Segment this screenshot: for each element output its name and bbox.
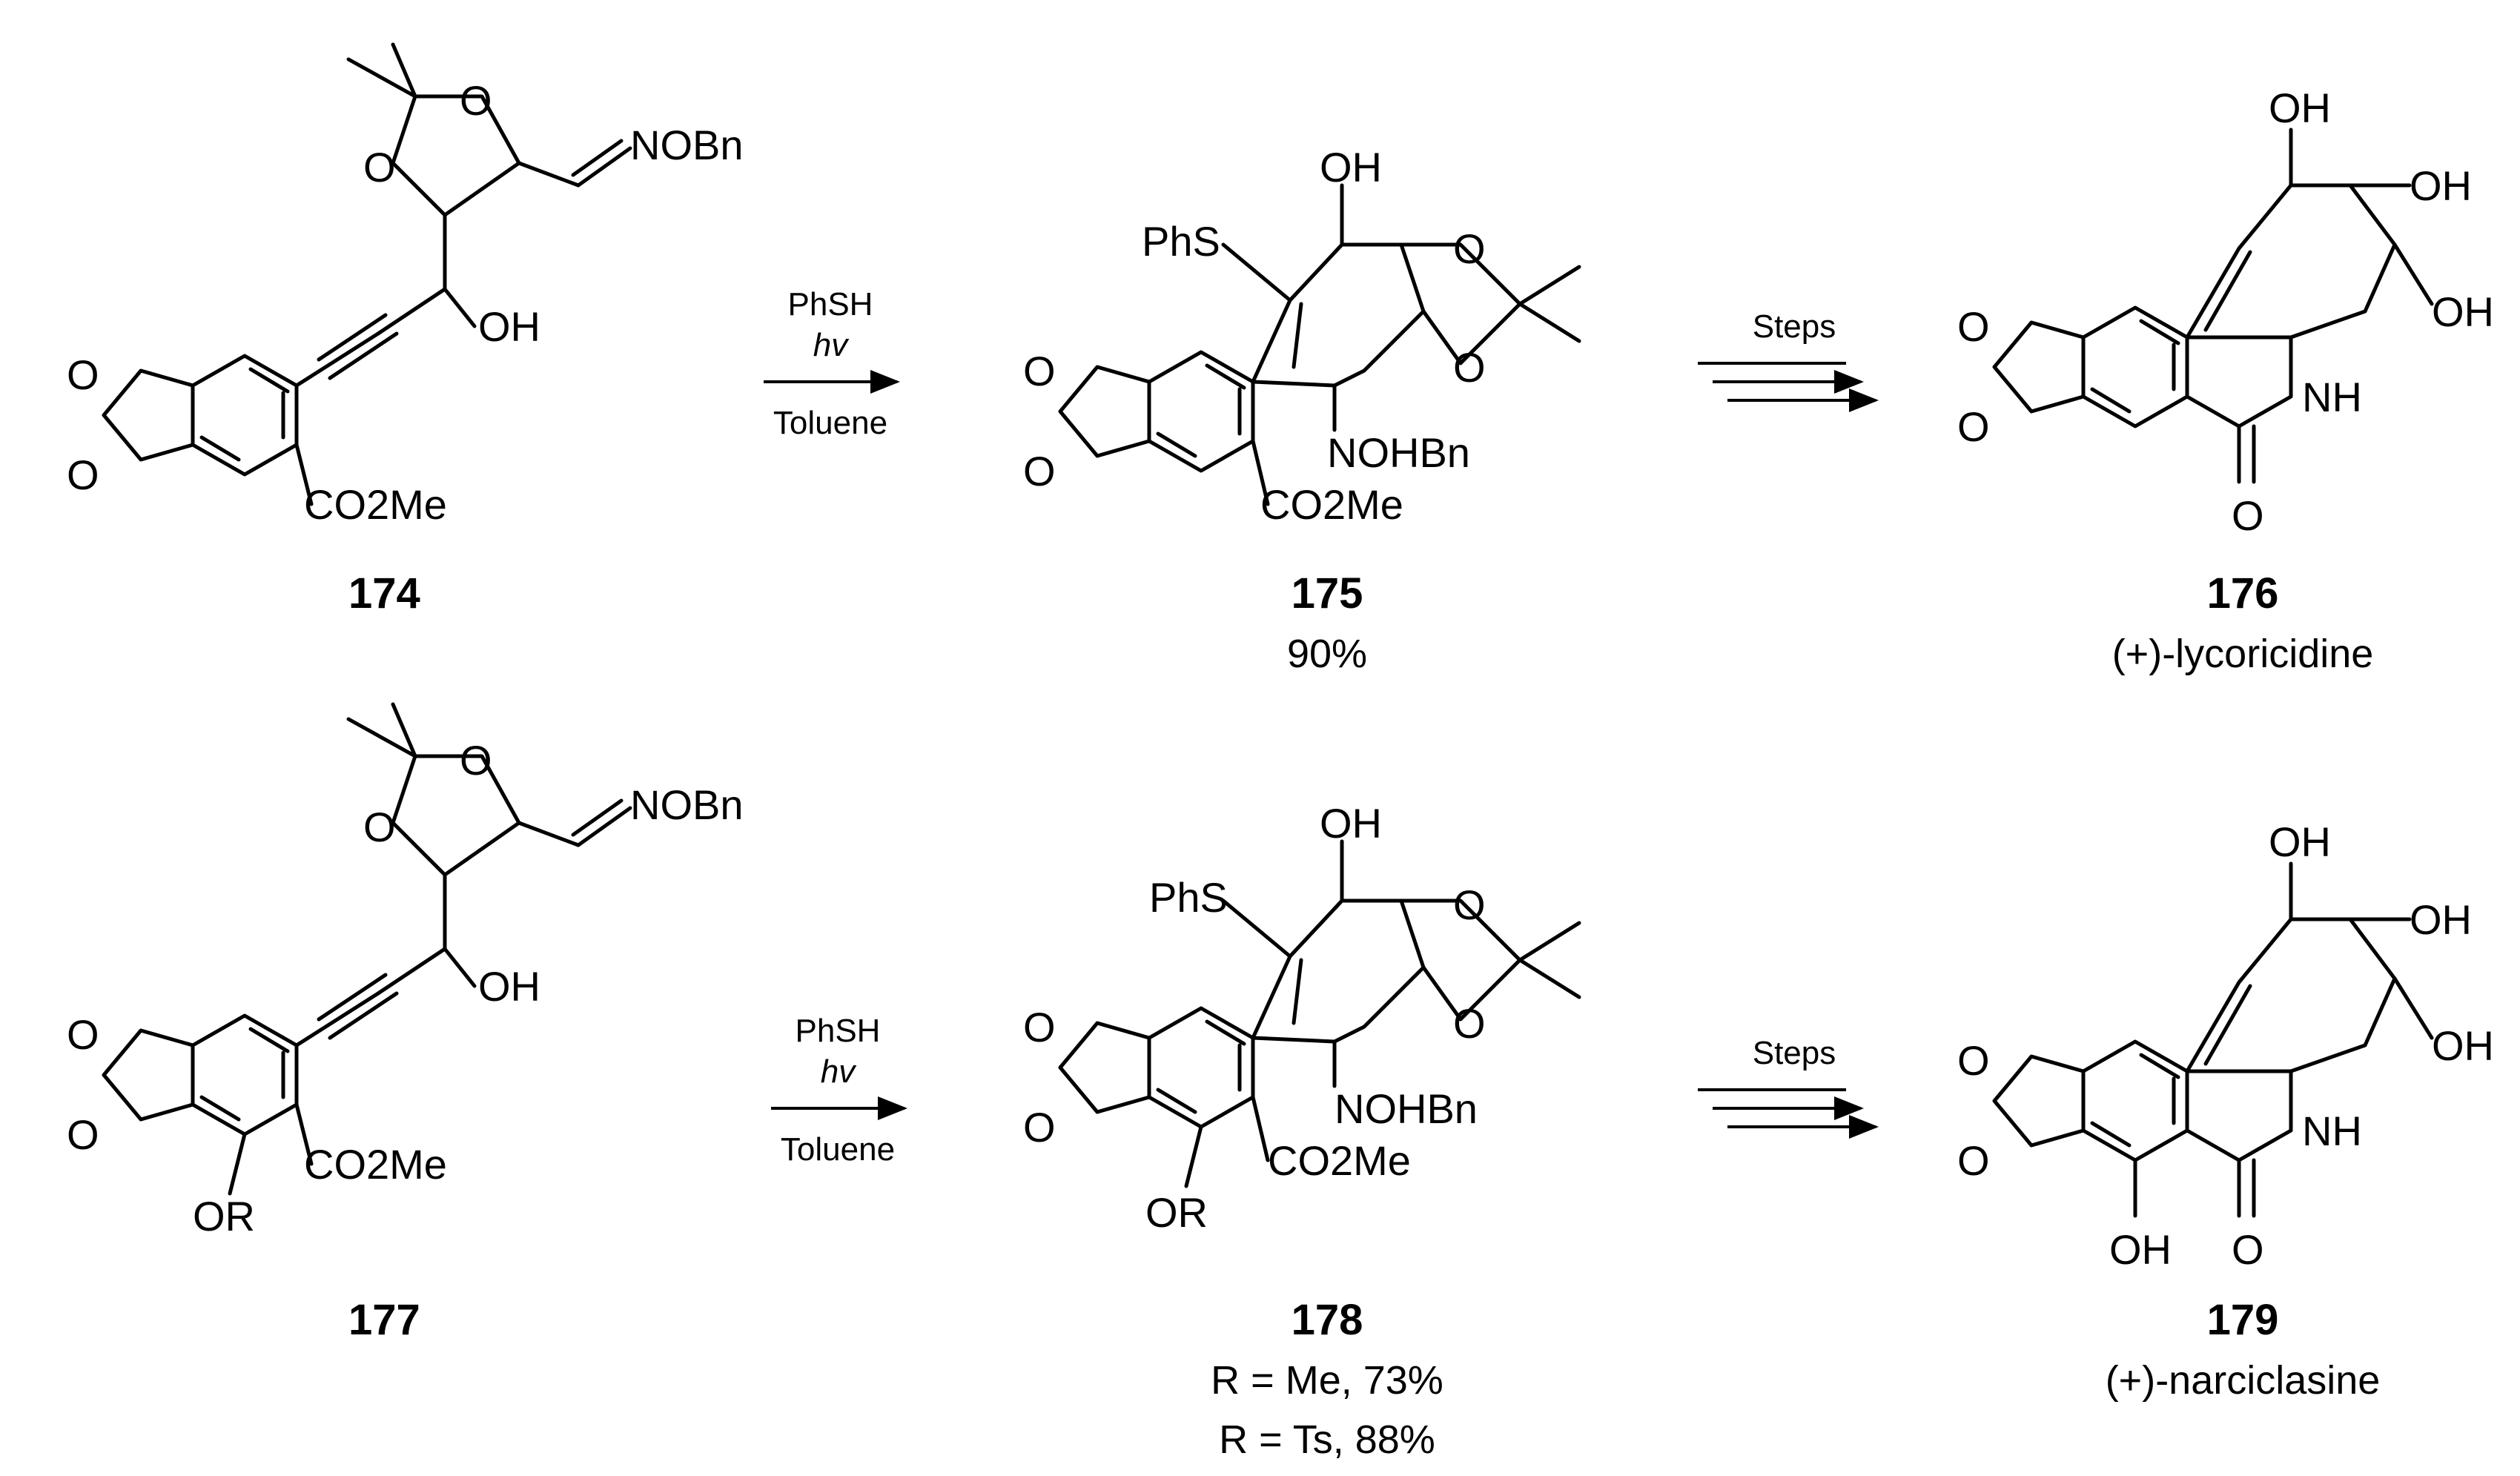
compound-174-structure [102,42,632,506]
cmpd-175-oh: OH [1320,144,1382,191]
cmpd-174-nobn: NOBn [630,122,744,168]
cmpd-179-o2: O [1957,1137,1990,1184]
compound-175-structure [1058,183,1581,506]
cmpd-178-phs: PhS [1149,874,1228,921]
cmpd-175-nohbn: NOHBn [1327,429,1470,476]
cmpd-176-nh: NH [2302,374,2362,420]
cmpd-179-nh: NH [2302,1108,2362,1154]
cmpd-177-o1: O [363,804,396,850]
cmpd-177-o3: O [67,1011,99,1058]
cmpd-174-oh: OH [478,303,540,350]
compound-179-label: 179 [2207,1296,2279,1344]
cmpd-174-o4: O [67,451,99,498]
cmpd-174-o3: O [67,351,99,398]
cmpd-179-carbonyl-o: O [2232,1226,2264,1273]
compound-175-yield: 90% [1287,632,1367,676]
reagent-hv-1: hv [813,327,850,363]
compound-178-structure [1058,839,1581,1188]
cmpd-174-o1: O [363,144,396,191]
compound-179-structure [1992,861,2434,1218]
cmpd-178-oh: OH [1320,800,1382,847]
cmpd-176-o2: O [1957,403,1990,450]
cmpd-178-o1: O [1453,881,1486,928]
cmpd-177-o2: O [460,737,492,784]
cmpd-179-oh3: OH [2432,1022,2494,1069]
compound-178-yield-me: R = Me, 73% [1211,1358,1443,1403]
compound-177-label: 177 [348,1296,420,1344]
cmpd-176-oh1: OH [2269,85,2331,131]
cmpd-174-ester: CO2Me [304,481,447,528]
cmpd-179-o1: O [1957,1037,1990,1084]
multistep-arrow-2 [1698,1088,1879,1139]
cmpd-179-oh1: OH [2269,818,2331,865]
cmpd-178-o3: O [1023,1004,1056,1050]
cmpd-177-ester: CO2Me [304,1141,447,1188]
steps-label-2: Steps [1753,1035,1836,1071]
compound-174-label: 174 [348,569,420,618]
cmpd-176-oh3: OH [2432,288,2494,335]
cmpd-178-o2: O [1453,1000,1486,1047]
compound-179-name: (+)-narciclasine [2106,1358,2381,1403]
reagent-toluene-1: Toluene [773,405,887,441]
cmpd-175-o3: O [1023,348,1056,394]
compound-176-name: (+)-lycoricidine [2112,632,2374,676]
compound-178-yield-ts: R = Ts, 88% [1219,1417,1435,1462]
cmpd-176-oh2: OH [2410,162,2472,209]
compound-175-label: 175 [1292,569,1363,618]
compound-177-structure [102,702,632,1196]
cmpd-178-o4: O [1023,1104,1056,1151]
cmpd-177-or: OR [193,1193,255,1240]
cmpd-176-o1: O [1957,303,1990,350]
cmpd-179-phenol-oh: OH [2109,1226,2172,1273]
cmpd-177-oh: OH [478,963,540,1010]
cmpd-175-ester: CO2Me [1260,481,1403,528]
multistep-arrow-1 [1698,362,1879,412]
compound-176-structure [1992,128,2434,484]
cmpd-176-carbonyl-o: O [2232,492,2264,539]
reagent-hv-2: hv [821,1053,857,1090]
cmpd-178-or: OR [1145,1189,1208,1236]
cmpd-175-o4: O [1023,448,1056,494]
reagent-toluene-2: Toluene [781,1131,895,1168]
cmpd-175-phs: PhS [1142,218,1220,265]
compound-178-label: 178 [1292,1296,1363,1344]
cmpd-177-nobn: NOBn [630,781,744,828]
cmpd-175-o1: O [1453,225,1486,272]
cmpd-179-oh2: OH [2410,896,2472,943]
compound-176-label: 176 [2207,569,2279,618]
reagent-phsh-1: PhSH [788,286,873,322]
cmpd-175-o2: O [1453,344,1486,391]
reagent-phsh-2: PhSH [796,1013,881,1049]
cmpd-177-o4: O [67,1111,99,1158]
cmpd-174-o2: O [460,77,492,124]
steps-label-1: Steps [1753,308,1836,345]
cmpd-178-nohbn: NOHBn [1335,1085,1478,1132]
cmpd-178-ester: CO2Me [1268,1137,1411,1184]
